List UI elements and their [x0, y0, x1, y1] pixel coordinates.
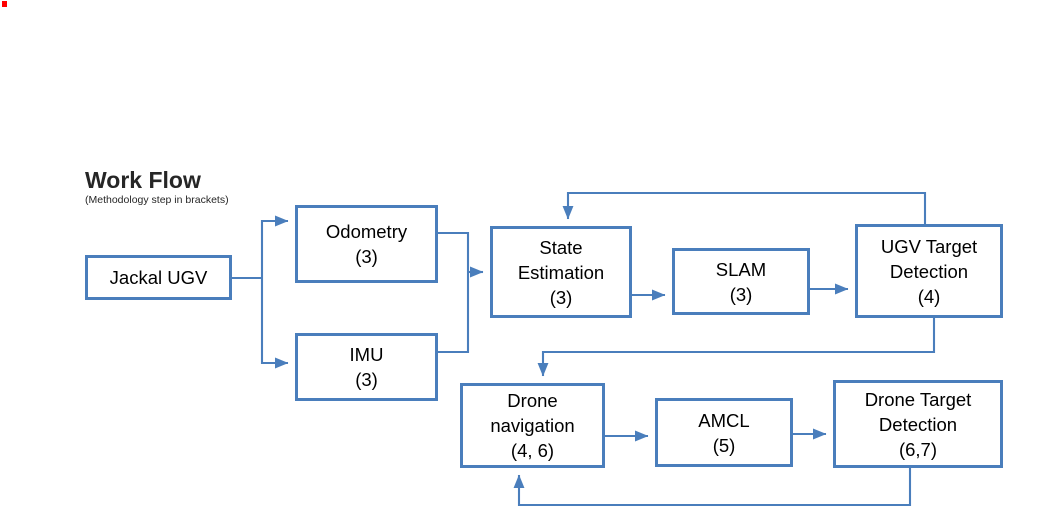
page-subtitle: (Methodology step in brackets) — [85, 194, 229, 206]
node-state-estimation[interactable]: State Estimation (3) — [490, 226, 632, 318]
node-imu[interactable]: IMU (3) — [295, 333, 438, 401]
node-label-line-1: Drone Target — [864, 388, 972, 410]
node-label: IMU — [349, 344, 384, 365]
node-step: (5) — [712, 434, 736, 456]
node-label: SLAM — [715, 258, 767, 280]
node-amcl[interactable]: AMCL (5) — [655, 398, 793, 467]
node-jackal-ugv[interactable]: Jackal UGV — [85, 255, 232, 300]
node-label-line-2: Detection — [889, 260, 969, 282]
node-slam[interactable]: SLAM (3) — [672, 248, 810, 315]
node-label-line-1: UGV Target — [880, 235, 978, 257]
node-label-line-2: Detection — [878, 413, 958, 435]
edge-drone-target-feedback-to-drone-navigation — [513, 468, 912, 507]
node-label-line-2: Estimation — [517, 261, 605, 283]
node-drone-navigation[interactable]: Drone navigation (4, 6) — [460, 383, 605, 468]
page-title: Work Flow — [85, 167, 201, 193]
node-step: (6,7) — [898, 438, 938, 460]
node-step: (4, 6) — [510, 440, 555, 461]
node-step: (3) — [729, 283, 753, 305]
node-label-line-2: navigation — [490, 415, 575, 436]
node-ugv-target-detection[interactable]: UGV Target Detection (4) — [855, 224, 1003, 318]
node-label: Odometry — [325, 221, 408, 242]
node-label: AMCL — [698, 409, 750, 431]
node-odometry[interactable]: Odometry (3) — [295, 205, 438, 283]
edge-ugv-feedback-to-state-estimation — [562, 191, 927, 224]
edge-jackal-to-odometry — [260, 215, 289, 278]
edge-ugv-to-drone-navigation — [537, 318, 936, 377]
node-step: (3) — [355, 246, 378, 267]
edge-odometry-out — [438, 231, 470, 272]
node-step: (4) — [917, 285, 941, 307]
node-step: (3) — [355, 369, 378, 390]
node-label-line-1: State — [539, 236, 583, 258]
node-step: (3) — [549, 286, 573, 308]
edge-imu-out — [438, 272, 470, 354]
edge-jackal-to-imu — [260, 278, 289, 369]
node-label-line-1: Drone — [507, 390, 558, 411]
node-label: Jackal UGV — [109, 267, 208, 288]
red-corner-marker — [2, 1, 7, 7]
node-drone-target-detection[interactable]: Drone Target Detection (6,7) — [833, 380, 1003, 468]
